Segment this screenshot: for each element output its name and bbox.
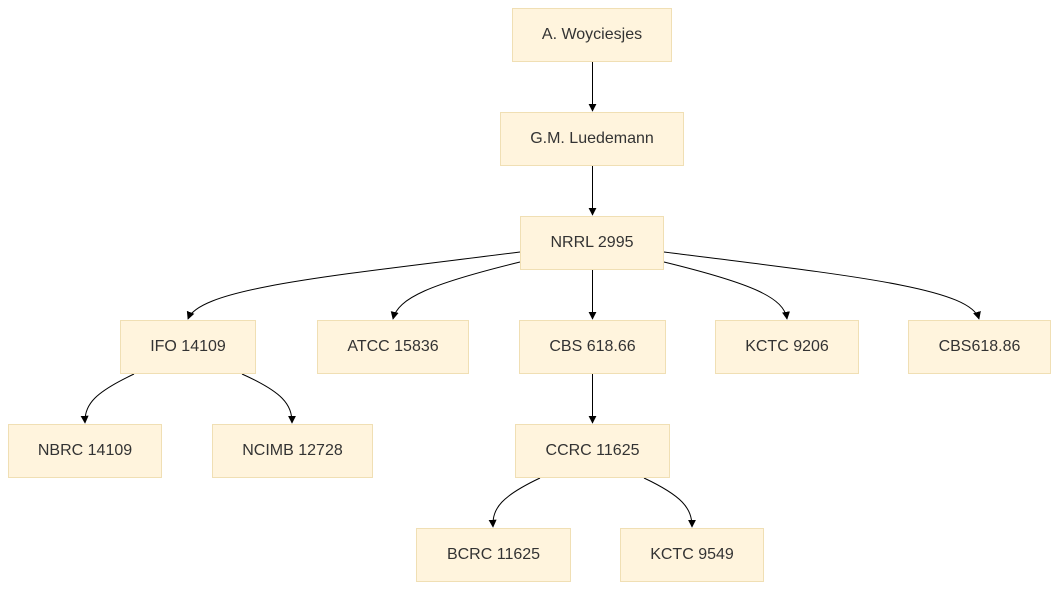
edge-ccrc11625-kctc9549 — [643, 477, 696, 528]
node-kctc9206: KCTC 9206 — [715, 320, 859, 374]
edge-nrrl2995-cbs61886 — [663, 251, 981, 320]
node-cbs61866: CBS 618.66 — [519, 320, 666, 374]
edge-ifo14109-ncimb12728 — [241, 373, 296, 424]
edge-ifo14109-nbrc14109 — [80, 373, 135, 424]
node-cbs61886: CBS618.86 — [908, 320, 1051, 374]
node-nbrc14109: NBRC 14109 — [8, 424, 162, 478]
node-nrrl2995: NRRL 2995 — [520, 216, 664, 270]
node-woyciesjes: A. Woyciesjes — [512, 8, 672, 62]
edge-ccrc11625-bcrc11625 — [488, 477, 541, 528]
edge-nrrl2995-kctc9206 — [663, 261, 790, 320]
edge-nrrl2995-ifo14109 — [186, 251, 521, 320]
node-ccrc11625: CCRC 11625 — [515, 424, 670, 478]
edge-nrrl2995-atcc15836 — [390, 261, 521, 320]
node-bcrc11625: BCRC 11625 — [416, 528, 571, 582]
node-luedemann: G.M. Luedemann — [500, 112, 684, 166]
node-atcc15836: ATCC 15836 — [317, 320, 469, 374]
node-kctc9549: KCTC 9549 — [620, 528, 764, 582]
node-ncimb12728: NCIMB 12728 — [212, 424, 373, 478]
node-ifo14109: IFO 14109 — [120, 320, 256, 374]
